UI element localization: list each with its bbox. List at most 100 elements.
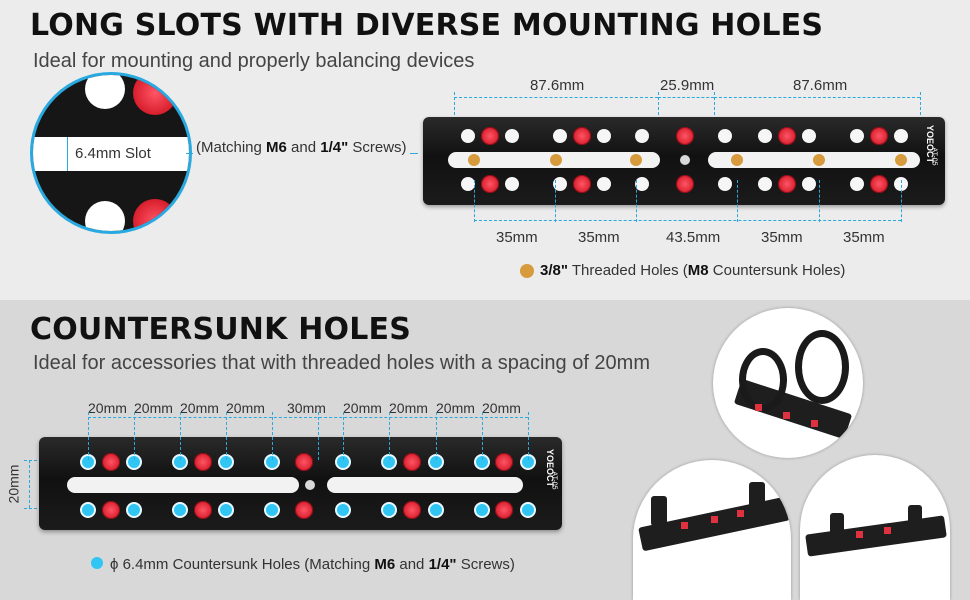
dim-tick bbox=[436, 412, 437, 460]
slot-dimension-line bbox=[67, 137, 68, 171]
thread-hole bbox=[295, 453, 313, 471]
photo-clamp bbox=[830, 513, 844, 539]
dim-tick bbox=[343, 412, 344, 460]
section2-subtitle: Ideal for accessories that with threaded… bbox=[33, 352, 650, 374]
top-dim-1: 87.6mm bbox=[530, 77, 585, 94]
photo-clamp bbox=[749, 482, 765, 512]
hole bbox=[802, 129, 816, 143]
photo-ring bbox=[795, 330, 849, 404]
thread-hole bbox=[778, 127, 796, 145]
top-dim-3: 87.6mm bbox=[793, 77, 848, 94]
photo-clamp bbox=[651, 496, 667, 526]
threaded-hole-38 bbox=[468, 154, 480, 166]
top-dim-2: 25.9mm bbox=[660, 77, 715, 94]
dim-tick bbox=[180, 412, 181, 460]
dim-tick bbox=[226, 412, 227, 460]
thread-hole bbox=[403, 501, 421, 519]
dim-tick bbox=[737, 180, 738, 222]
photo-hole bbox=[856, 531, 863, 538]
sec2-dim-5: 30mm bbox=[287, 400, 326, 416]
photo-hole bbox=[884, 527, 891, 534]
dim-tick bbox=[528, 412, 529, 460]
threaded-hole-38 bbox=[550, 154, 562, 166]
dim-tick bbox=[88, 412, 89, 460]
thread-hole bbox=[102, 501, 120, 519]
thread-hole bbox=[870, 175, 888, 193]
dim-tick bbox=[134, 412, 135, 460]
countersunk-hole bbox=[520, 502, 536, 518]
bottom-dim-line bbox=[474, 220, 901, 221]
long-slot-left bbox=[67, 477, 299, 493]
countersunk-hole bbox=[264, 502, 280, 518]
thread-hole bbox=[295, 501, 313, 519]
thread-hole bbox=[676, 175, 694, 193]
thread-hole bbox=[573, 127, 591, 145]
vertical-dim-line bbox=[29, 460, 30, 508]
photo-hole bbox=[711, 516, 718, 523]
bottom-dim-5: 35mm bbox=[843, 229, 885, 246]
thread-hole bbox=[102, 453, 120, 471]
thread-hole bbox=[481, 127, 499, 145]
thread-hole bbox=[194, 453, 212, 471]
long-slot-right bbox=[327, 477, 523, 493]
dim-tick bbox=[389, 412, 390, 460]
sec2-dim-8: 20mm bbox=[436, 400, 475, 416]
threaded-hole-38 bbox=[813, 154, 825, 166]
hole bbox=[758, 177, 772, 191]
dim-line-sec2 bbox=[88, 417, 528, 418]
thread-hole bbox=[870, 127, 888, 145]
dim-tick bbox=[272, 412, 273, 460]
dim-line-1 bbox=[454, 97, 658, 98]
bottom-dim-2: 35mm bbox=[578, 229, 620, 246]
countersunk-hole bbox=[80, 502, 96, 518]
center-hole bbox=[680, 155, 690, 165]
countersunk-hole bbox=[126, 502, 142, 518]
hole bbox=[718, 177, 732, 191]
section1-subtitle: Ideal for mounting and properly balancin… bbox=[33, 50, 475, 72]
bottom-dim-4: 35mm bbox=[761, 229, 803, 246]
threaded-hole-38 bbox=[895, 154, 907, 166]
sec2-dim-9: 20mm bbox=[482, 400, 521, 416]
dim-tick bbox=[318, 412, 319, 460]
hole bbox=[758, 129, 772, 143]
hole bbox=[635, 129, 649, 143]
model-label: AT-05 bbox=[930, 147, 938, 166]
legend-countersunk-holes: ϕ 6.4mm Countersunk Holes (Matching M6 a… bbox=[110, 556, 515, 573]
section1-title: LONG SLOTS WITH DIVERSE MOUNTING HOLES bbox=[30, 8, 824, 43]
product-photo-rings bbox=[713, 308, 863, 458]
hole bbox=[461, 177, 475, 191]
countersunk-hole bbox=[335, 502, 351, 518]
bottom-dim-1: 35mm bbox=[496, 229, 538, 246]
threaded-hole-38 bbox=[731, 154, 743, 166]
dim-tick bbox=[901, 180, 902, 222]
countersunk-hole bbox=[381, 502, 397, 518]
center-hole bbox=[305, 480, 315, 490]
vertical-dim-label: 20mm bbox=[5, 464, 22, 504]
thread-hole bbox=[573, 175, 591, 193]
hole bbox=[553, 177, 567, 191]
hole bbox=[553, 129, 567, 143]
dim-tick bbox=[555, 180, 556, 222]
hole bbox=[597, 129, 611, 143]
legend-blue-dot bbox=[91, 557, 103, 569]
product-photo-clamps-right bbox=[800, 455, 950, 600]
thread-hole bbox=[778, 175, 796, 193]
photo-hole bbox=[811, 420, 818, 427]
legend-threaded-holes: 3/8" Threaded Holes (M8 Countersunk Hole… bbox=[540, 262, 846, 279]
sec2-dim-2: 20mm bbox=[134, 400, 173, 416]
sec2-dim-7: 20mm bbox=[389, 400, 428, 416]
thread-hole bbox=[495, 501, 513, 519]
countersunk-hole bbox=[474, 502, 490, 518]
hole bbox=[505, 129, 519, 143]
slot-zoom-circle: 6.4mm Slot bbox=[30, 72, 192, 234]
hole bbox=[635, 177, 649, 191]
hole bbox=[894, 129, 908, 143]
dim-line-3 bbox=[714, 97, 920, 98]
legend-gold-dot bbox=[520, 264, 534, 278]
sec2-dim-4: 20mm bbox=[226, 400, 265, 416]
sec2-dim-1: 20mm bbox=[88, 400, 127, 416]
thread-hole bbox=[676, 127, 694, 145]
countersunk-hole bbox=[428, 502, 444, 518]
slot-label: 6.4mm Slot bbox=[75, 145, 151, 162]
photo-rail bbox=[805, 515, 947, 557]
